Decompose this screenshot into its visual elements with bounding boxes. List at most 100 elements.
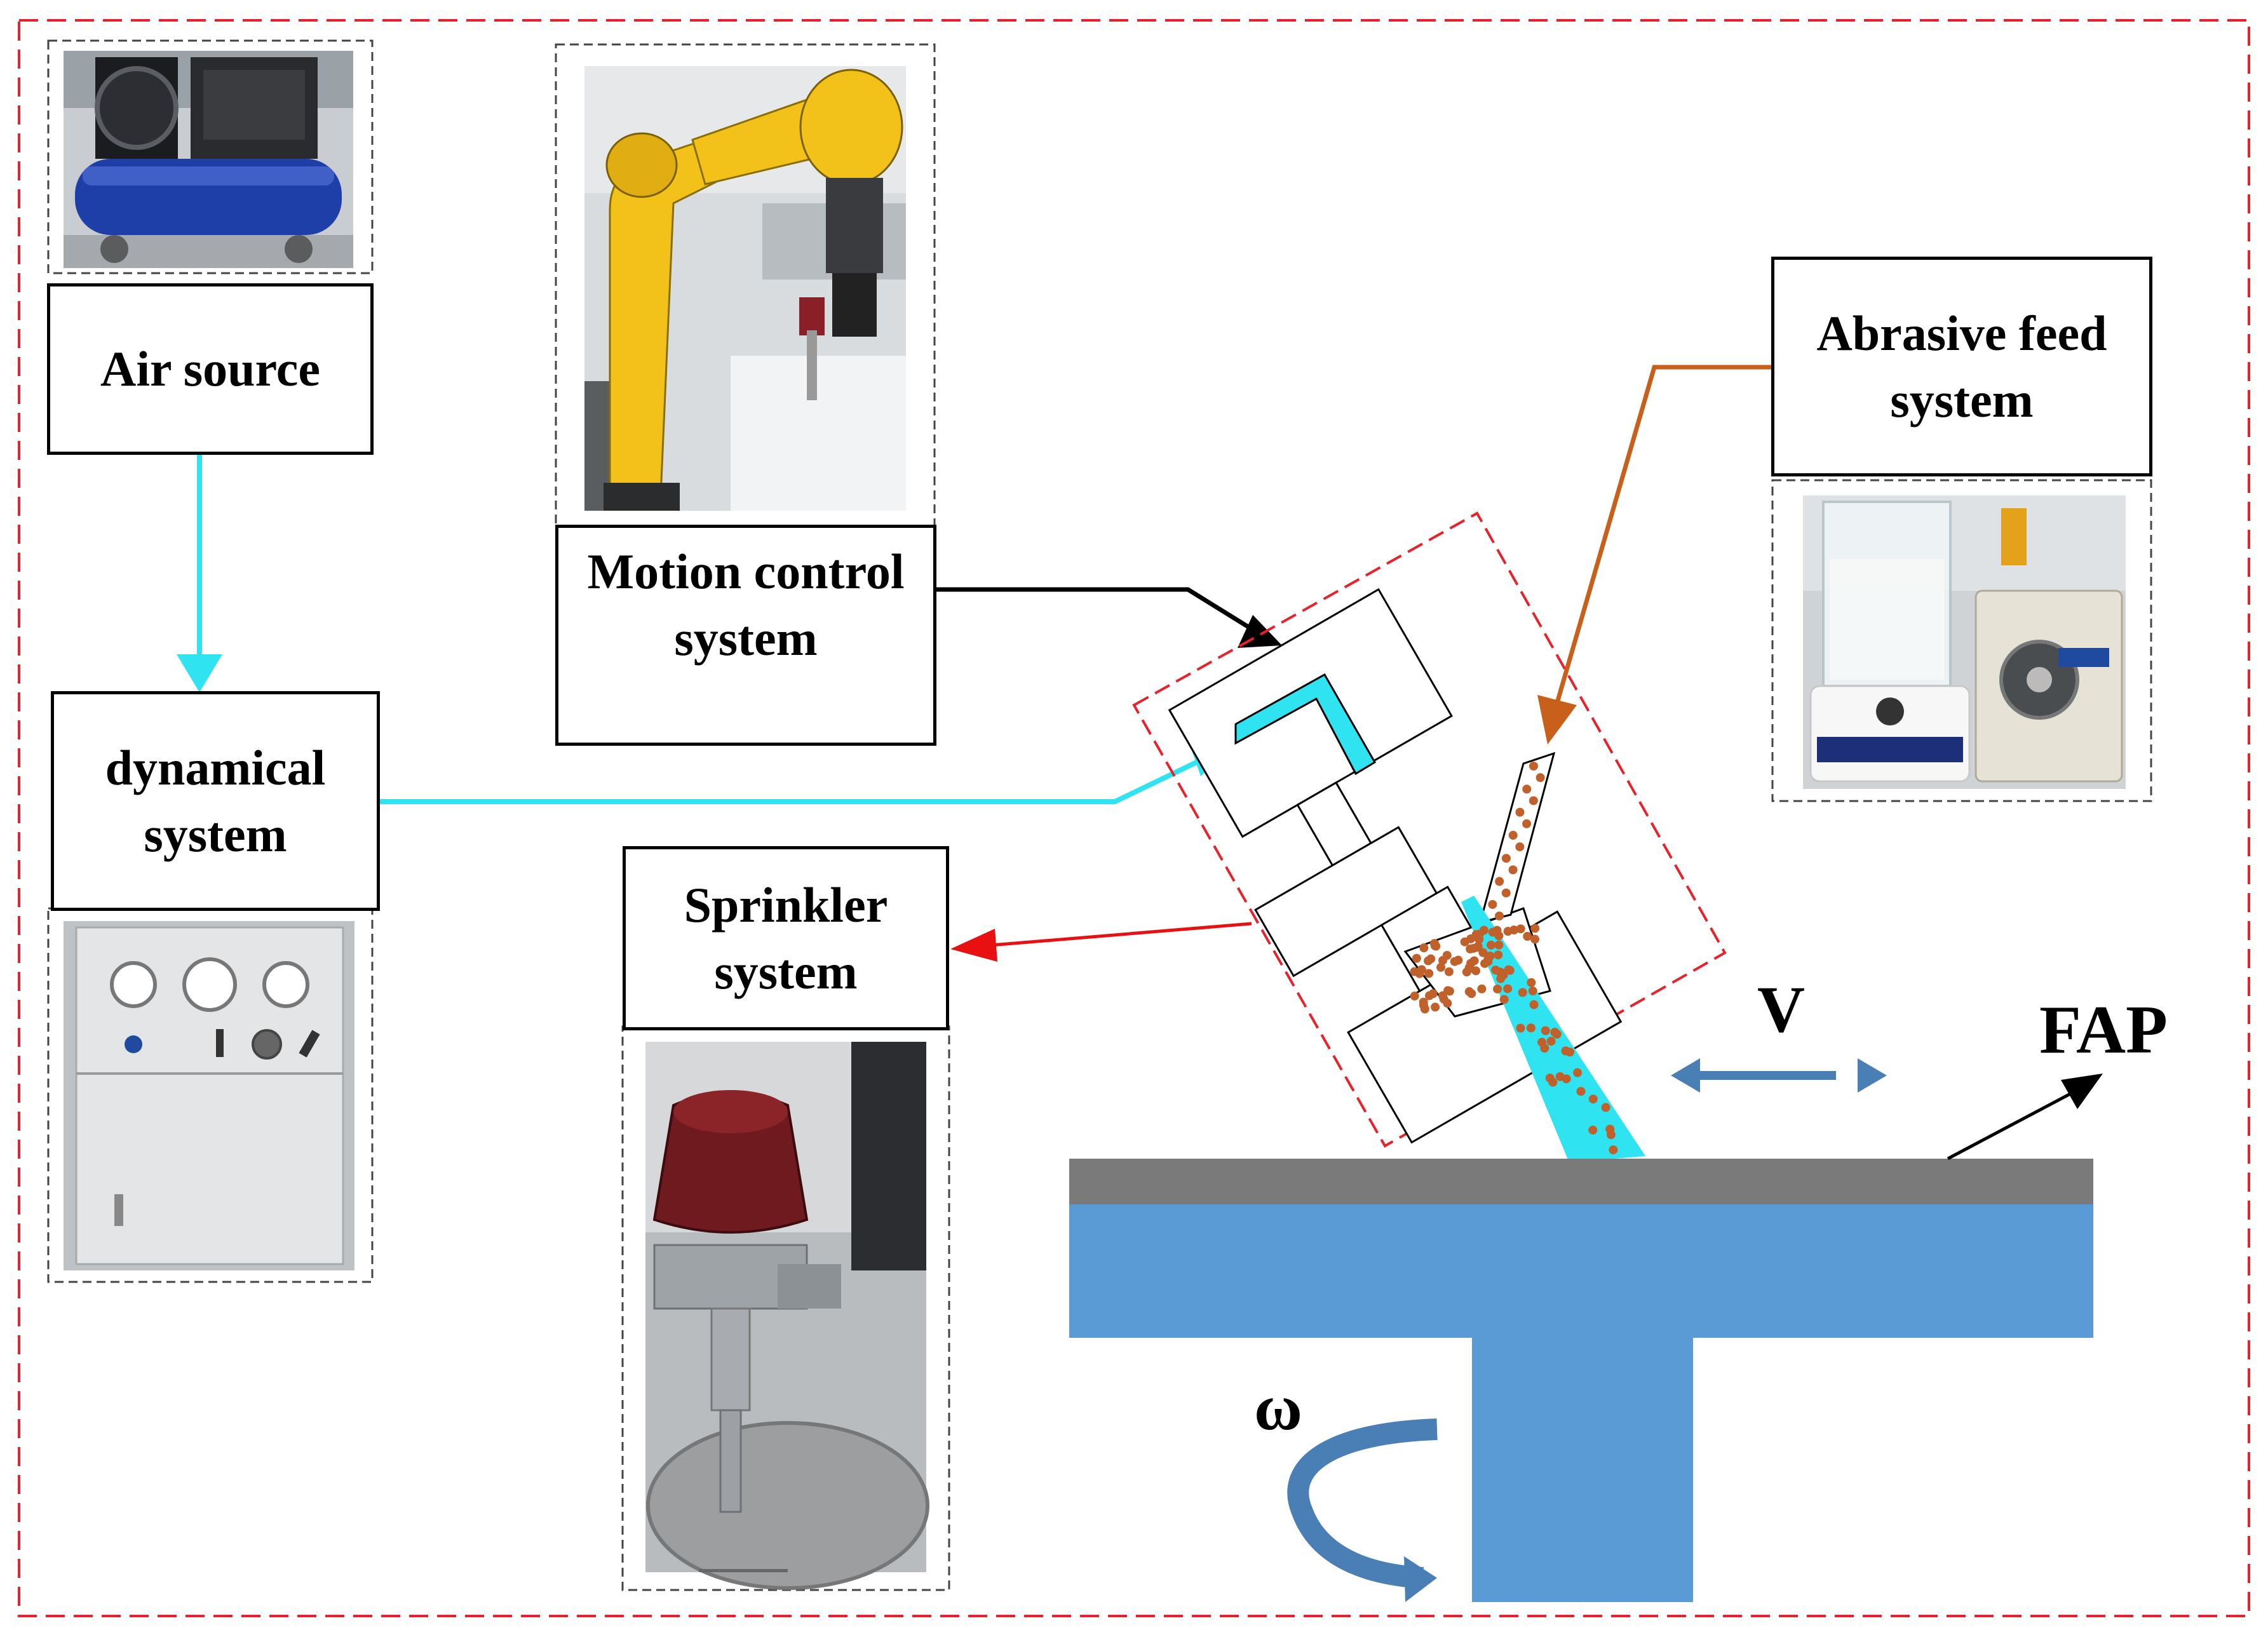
abrasive-particle [1541, 1026, 1550, 1035]
abrasive-particle [1528, 987, 1537, 996]
abrasive-particle [1473, 941, 1483, 951]
abrasive-particle [1488, 899, 1497, 909]
abrasive-particle [1488, 927, 1497, 937]
abrasive-particle [1515, 807, 1525, 817]
abrasive-particle [1478, 948, 1488, 957]
dynamical-to-head-arrow [378, 755, 1208, 804]
dynamical-box: dynamical system [51, 691, 380, 911]
abrasive-particle [1529, 762, 1538, 771]
abrasive-particle [1530, 934, 1540, 944]
abrasive-particle [1537, 1037, 1547, 1047]
abrasive-particle [1609, 1145, 1618, 1155]
air-source-label: Air source [100, 341, 320, 397]
abrasive-particle [1526, 1023, 1536, 1033]
abrasive-particle [1429, 939, 1439, 948]
abrasive-particle [1438, 955, 1448, 965]
nozzle-photo [621, 1025, 950, 1591]
abrasive-particle [1588, 1095, 1598, 1104]
omega-label: ω [1254, 1371, 1303, 1444]
abrasive-particle [1469, 956, 1479, 966]
air-compressor-photo [47, 39, 374, 274]
abrasive-particle [1412, 953, 1421, 963]
abrasive-particle [1576, 1087, 1586, 1096]
abrasive-particle [1491, 966, 1501, 975]
nozzle-region-dashed [1132, 511, 1727, 1148]
abrasive-particle [1419, 943, 1429, 953]
sprinkler-label-line2: system [714, 944, 858, 999]
dynamical-label-line2: system [144, 807, 287, 862]
work-table-top [1069, 1204, 2093, 1338]
fap-layer [1069, 1159, 2093, 1204]
fap-pointer-arrow [1947, 1088, 2079, 1161]
abrasive-particle [1565, 1047, 1575, 1057]
abrasive-particle [1573, 1068, 1583, 1077]
abrasive-feed-box: Abrasive feed system [1771, 257, 2152, 476]
abrasive-particle [1527, 978, 1536, 987]
motion-control-label-line1: Motion control [587, 544, 905, 599]
abrasive-particle [1424, 969, 1434, 978]
robot-arm-photo [555, 43, 936, 529]
air-channel-l-shape [1234, 673, 1377, 776]
abrasive-particle [1420, 1004, 1429, 1014]
abrasive-to-hopper-arrowhead [1537, 695, 1577, 744]
abrasive-particle [1509, 926, 1519, 935]
abrasive-particle [1431, 1002, 1440, 1012]
abrasive-particle [1522, 819, 1532, 828]
abrasive-particle [1410, 992, 1419, 1001]
abrasive-particle [1522, 785, 1532, 794]
abrasive-particle [1493, 984, 1502, 993]
abrasive-particle [1475, 934, 1484, 944]
abrasive-particle [1523, 931, 1532, 941]
abrasive-particle [1508, 865, 1518, 875]
abrasive-particle [1536, 773, 1545, 783]
abrasive-particle [1529, 796, 1538, 805]
abrasive-particle [1425, 991, 1434, 1000]
abrasive-particles [1410, 762, 1618, 1155]
motion-control-label-line2: system [674, 610, 818, 666]
rotation-arrow [1287, 1418, 1438, 1589]
abrasive-particle [1438, 991, 1447, 1000]
abrasive-particle [1436, 962, 1446, 972]
abrasive-particle [1503, 984, 1513, 993]
velocity-double-arrow [1671, 1058, 1887, 1093]
abrasive-particle [1552, 1030, 1562, 1039]
motion-to-head-arrow [934, 587, 1253, 631]
abrasive-particle [1495, 912, 1504, 920]
sprinkler-label-line1: Sprinkler [684, 877, 888, 933]
velocity-label: V [1757, 973, 1806, 1046]
abrasive-particle [1426, 954, 1436, 964]
abrasive-particle [1555, 1072, 1565, 1081]
abrasive-particle [1515, 842, 1525, 852]
abrasive-particle [1486, 940, 1495, 950]
abrasive-particle [1498, 969, 1508, 978]
abrasive-particle [1501, 888, 1511, 898]
abrasive-particle [1444, 967, 1454, 976]
pressure-cabinet-photo [47, 907, 374, 1283]
abrasive-particle [1548, 1077, 1558, 1087]
abrasive-particle [1450, 957, 1459, 966]
abrasive-particle [1495, 877, 1504, 886]
abrasive-particle [1516, 1023, 1525, 1033]
abrasive-particle [1508, 830, 1518, 840]
abrasive-particle [1494, 940, 1504, 950]
abrasive-particle [1605, 1124, 1615, 1134]
air-to-dynamical-arrowhead [177, 654, 222, 692]
rotation-arrowhead [1404, 1556, 1437, 1602]
abrasive-particle [1410, 967, 1419, 976]
fap-label: FAP [2039, 992, 2168, 1068]
abrasive-particle [1501, 854, 1511, 863]
outer-dashed-frame [18, 19, 2250, 1617]
head-to-sprinkler-arrowhead [950, 929, 997, 962]
abrasive-particle [1494, 950, 1503, 960]
abrasive-particle [1460, 937, 1469, 946]
abrasive-particle [1443, 999, 1452, 1008]
sprinkler-box: Sprinkler system [623, 846, 949, 1030]
work-table-shaft [1472, 1338, 1693, 1602]
abrasive-particle [1530, 924, 1540, 933]
abrasive-particle [1529, 1000, 1539, 1009]
air-source-box: Air source [47, 283, 374, 455]
abrasive-feed-label-line2: system [1890, 372, 2034, 428]
motion-control-box: Motion control system [555, 525, 936, 746]
